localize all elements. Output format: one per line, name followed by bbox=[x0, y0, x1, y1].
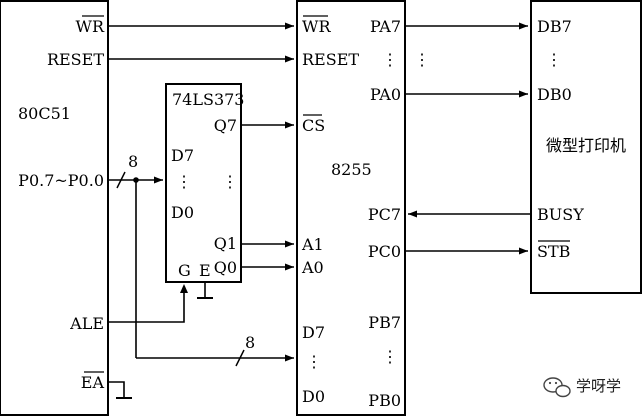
ppi-pb-dots: ⋮ bbox=[382, 347, 398, 366]
printer-busy-label: BUSY bbox=[537, 205, 584, 224]
ppi-name-label: 8255 bbox=[331, 160, 372, 179]
printer-stb-label: STB bbox=[537, 242, 570, 261]
latch-d7-label: D7 bbox=[171, 146, 194, 165]
ppi-d0-label: D0 bbox=[302, 387, 325, 406]
mcu-p0-label: P0.7~P0.0 bbox=[18, 171, 104, 190]
ppi-8255-box bbox=[296, 0, 406, 416]
printer-name-label: 微型打印机 bbox=[546, 136, 626, 155]
ppi-a0-label: A0 bbox=[301, 258, 324, 277]
mcu-80c51-box bbox=[0, 0, 109, 416]
bus-slash-1 bbox=[116, 171, 126, 189]
mcu-name-label: 80C51 bbox=[18, 104, 71, 123]
ppi-pb7-label: PB7 bbox=[368, 313, 401, 332]
mcu-wr-label: WR bbox=[76, 17, 105, 36]
ppi-pa0-label: PA0 bbox=[370, 85, 401, 104]
latch-g-label: G bbox=[178, 261, 191, 280]
ppi-pa-dots: ⋮ bbox=[382, 50, 398, 69]
latch-q7-label: Q7 bbox=[214, 116, 237, 135]
mcu-ale-label: ALE bbox=[69, 314, 104, 333]
latch-d0-label: D0 bbox=[171, 203, 194, 222]
ppi-cs-label: CS bbox=[302, 116, 325, 135]
printer-db-dots: ⋮ bbox=[546, 50, 562, 69]
printer-db7-label: DB7 bbox=[537, 17, 572, 36]
ppi-pc0-label: PC0 bbox=[368, 242, 401, 261]
ale-arrowhead bbox=[180, 284, 188, 293]
mcu-ea-label: EA bbox=[81, 373, 105, 392]
wechat-icon bbox=[543, 377, 571, 398]
latch-name-label: 74LS373 bbox=[172, 90, 244, 109]
latch-dots-left: ⋮ bbox=[176, 172, 192, 191]
latch-dots-right: ⋮ bbox=[222, 172, 238, 191]
latch-e-label: E bbox=[199, 261, 211, 280]
bus-width-label-1: 8 bbox=[128, 152, 138, 171]
ppi-wr-label: WR bbox=[302, 17, 331, 36]
bus-width-label-2: 8 bbox=[245, 333, 255, 352]
ppi-pc7-label: PC7 bbox=[368, 205, 401, 224]
mcu-reset-label: RESET bbox=[47, 50, 104, 69]
ppi-d-dots: ⋮ bbox=[306, 352, 322, 371]
latch-q0-label: Q0 bbox=[214, 258, 237, 277]
printer-db0-label: DB0 bbox=[537, 85, 572, 104]
pa-bus-dots: ⋮ bbox=[414, 50, 430, 69]
latch-74ls373-box bbox=[165, 83, 242, 283]
ea-wire bbox=[108, 381, 125, 398]
printer-box bbox=[530, 0, 642, 294]
bus-slash-2 bbox=[235, 349, 245, 367]
latch-q1-label: Q1 bbox=[214, 234, 237, 253]
ppi-pb0-label: PB0 bbox=[368, 391, 401, 410]
ppi-reset-label: RESET bbox=[302, 50, 359, 69]
watermark-text: 学呀学 bbox=[576, 377, 621, 395]
ppi-a1-label: A1 bbox=[301, 235, 324, 254]
ppi-pa7-label: PA7 bbox=[370, 17, 401, 36]
ppi-d7-label: D7 bbox=[302, 323, 325, 342]
ale-wire bbox=[108, 288, 185, 323]
